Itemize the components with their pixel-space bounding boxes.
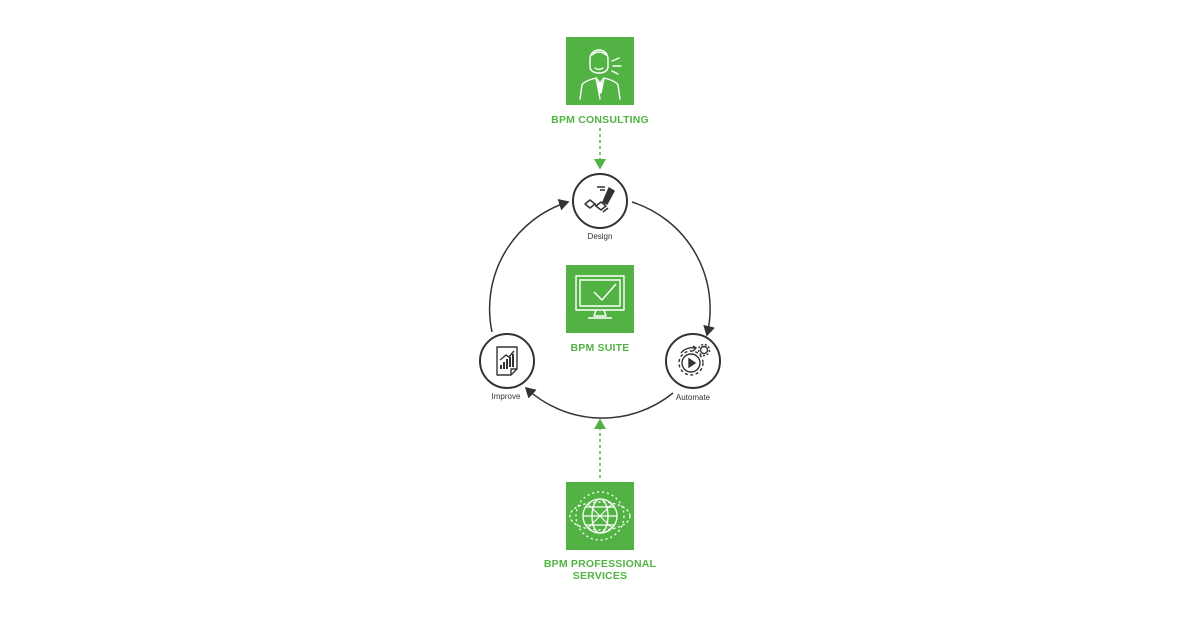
- monitor-check-icon: [575, 275, 625, 319]
- consultant-icon: [579, 49, 622, 100]
- automate-gear-icon: [678, 343, 711, 376]
- automate-node: [665, 333, 721, 389]
- bpm-consulting-label: BPM CONSULTING: [551, 114, 649, 126]
- bpm-professional-services-box: [566, 482, 634, 550]
- bpm-consulting-box: [566, 37, 634, 105]
- design-pen-icon: [584, 186, 615, 213]
- improve-chart-icon: [496, 346, 518, 376]
- improve-label: Improve: [491, 392, 521, 401]
- arc-improve-to-design: [488, 198, 570, 333]
- improve-node: [479, 333, 535, 389]
- design-label: Design: [587, 232, 613, 241]
- arc-automate-to-improve: [524, 386, 674, 419]
- automate-label: Automate: [675, 393, 711, 402]
- bpm-professional-services-label: BPM PROFESSIONAL SERVICES: [543, 558, 657, 582]
- bpm-suite-box: [566, 265, 634, 333]
- arc-design-to-automate: [631, 201, 715, 337]
- globe-icon: [569, 491, 631, 541]
- bpm-suite-label: BPM SUITE: [570, 342, 630, 354]
- design-node: [572, 173, 628, 229]
